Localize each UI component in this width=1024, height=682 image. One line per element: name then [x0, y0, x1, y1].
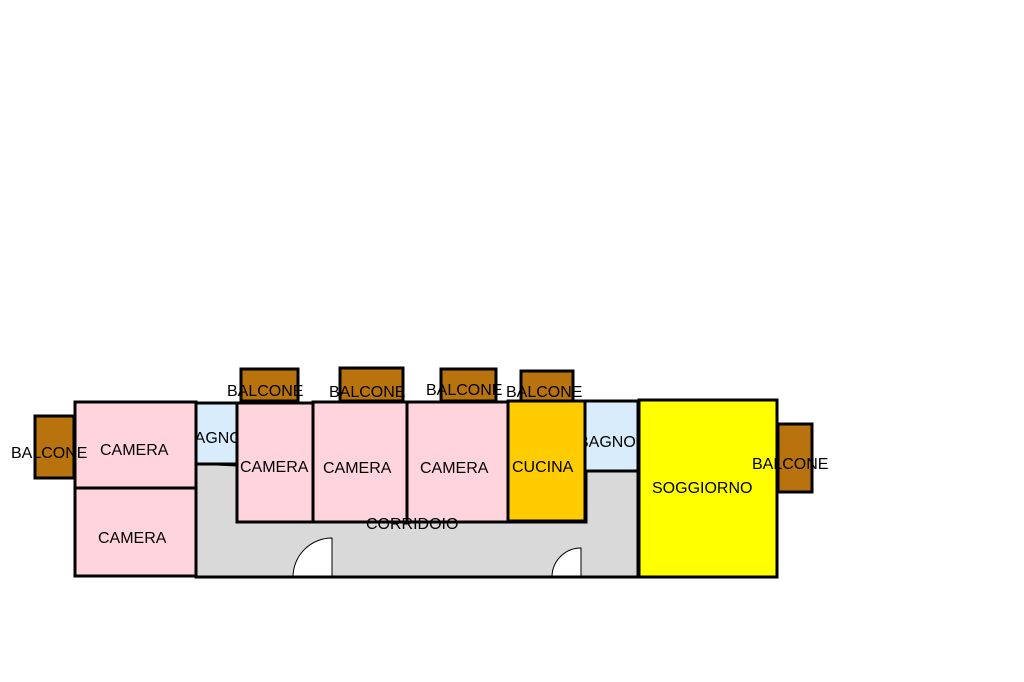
camera-1 [235, 401, 315, 524]
label-balcone-right: BALCONE [752, 456, 828, 473]
camera-2 [311, 400, 409, 524]
soggiorno [637, 398, 779, 579]
door-swing-right [551, 547, 582, 578]
label-balcone-left: BALCONE [11, 445, 87, 462]
label-cucina: CUCINA [512, 459, 574, 476]
label-camera-2: CAMERA [323, 460, 392, 477]
label-corridoio: CORRIDOIO [366, 516, 458, 533]
label-bagno-left: BAGNO [184, 430, 242, 447]
camera-3 [405, 400, 510, 524]
balcone-right [776, 422, 814, 494]
camera-bottom-left [73, 486, 198, 578]
label-balcone-3: BALCONE [426, 382, 502, 399]
bagno-left [194, 401, 239, 466]
label-bagno-right: BAGNO [578, 434, 636, 451]
label-balcone-2: BALCONE [329, 384, 405, 401]
balcone-2 [338, 366, 405, 403]
label-camera-top-left: CAMERA [100, 442, 169, 459]
balcone-1 [239, 367, 300, 403]
camera-top-left [73, 400, 198, 490]
bagno-right [583, 399, 640, 473]
label-camera-bottom-left: CAMERA [98, 530, 167, 547]
cucina [506, 399, 587, 523]
label-camera-1: CAMERA [240, 459, 309, 476]
door-swing-left [292, 537, 333, 578]
label-balcone-1: BALCONE [227, 383, 303, 400]
balcone-4 [519, 369, 575, 403]
label-soggiorno: SOGGIORNO [652, 480, 752, 497]
balcone-left [33, 414, 76, 480]
label-camera-3: CAMERA [420, 460, 489, 477]
label-balcone-4: BALCONE [506, 384, 582, 401]
